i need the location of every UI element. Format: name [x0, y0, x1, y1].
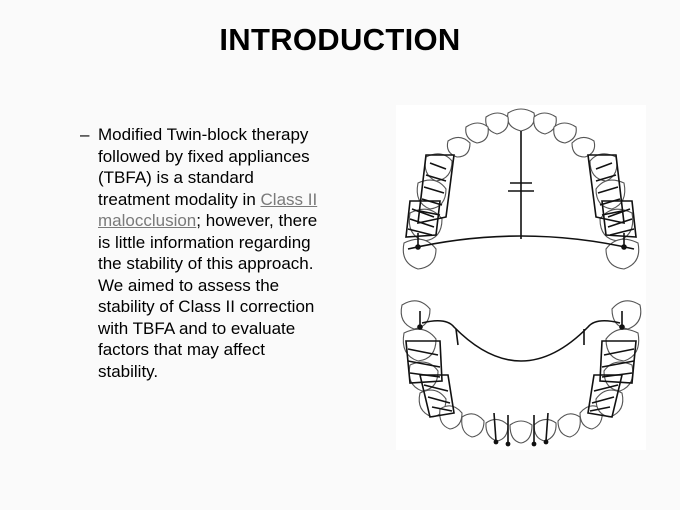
class-ii-malocclusion-link[interactable]: Class II malocclusion	[98, 189, 318, 231]
twin-block-appliance-illustration	[396, 105, 646, 450]
intro-paragraph: Modified Twin-block therapy followed by …	[98, 124, 320, 382]
paragraph-text-after-link: ; however, there is little information r…	[98, 211, 318, 381]
slide-title: INTRODUCTION	[219, 22, 461, 57]
paragraph-text-before-link: Modified Twin-block therapy followed by …	[98, 125, 310, 209]
bullet-marker: –	[80, 125, 90, 144]
dental-arch-drawing	[400, 108, 642, 447]
